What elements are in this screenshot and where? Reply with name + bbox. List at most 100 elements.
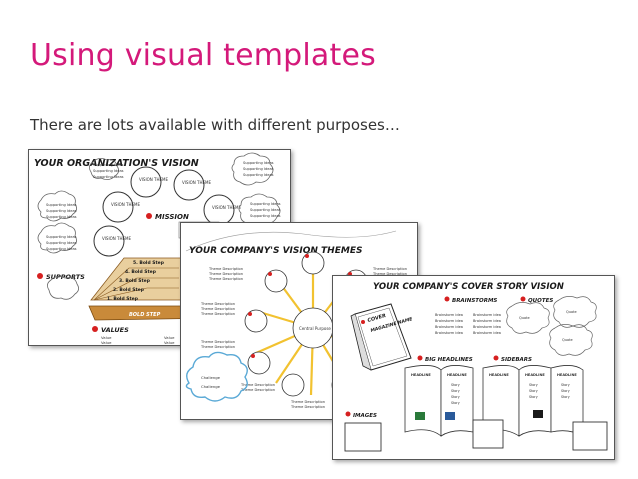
svg-text:Theme Description: Theme Description	[200, 302, 235, 306]
svg-text:Quote: Quote	[562, 338, 573, 342]
svg-text:Value: Value	[101, 340, 112, 345]
bold-steps: 5. Bold Step 4. Bold Step 3. Bold Step 2…	[90, 257, 190, 302]
svg-text:Supporting Ideas: Supporting Ideas	[46, 247, 77, 251]
svg-text:Story: Story	[561, 395, 570, 399]
central-purpose: Central Purpose	[292, 307, 334, 349]
template-cover-story-illustration: YOUR COMPANY'S COVER STORY VISION COVER …	[344, 282, 608, 452]
vision-theme-label: VISION THEME	[182, 180, 211, 185]
vision-theme-label: VISION THEME	[212, 205, 241, 210]
image-frames	[344, 419, 608, 452]
svg-text:Theme Description: Theme Description	[208, 267, 243, 271]
cover-story-heading: YOUR COMPANY'S COVER STORY VISION	[373, 282, 564, 292]
svg-text:Supporting Ideas: Supporting Ideas	[243, 173, 274, 177]
story-lines: Story Story Story Story Story Story Stor…	[451, 383, 570, 405]
svg-text:IMAGES: IMAGES	[353, 413, 377, 419]
svg-text:1. Bold Step: 1. Bold Step	[107, 296, 139, 302]
svg-text:Supporting Ideas: Supporting Ideas	[46, 203, 77, 207]
svg-text:Supporting Ideas: Supporting Ideas	[46, 215, 77, 219]
svg-text:Supporting Ideas: Supporting Ideas	[93, 169, 124, 173]
svg-text:Supporting Ideas: Supporting Ideas	[46, 209, 77, 213]
magazine-cover: COVER MAGAZINE NAME	[350, 303, 414, 371]
template-cover-story-card: YOUR COMPANY'S COVER STORY VISION COVER …	[332, 275, 615, 460]
values-label: VALUES Value Value Value Value	[92, 326, 175, 345]
svg-text:Supporting Ideas: Supporting Ideas	[250, 208, 281, 212]
headline-labels: HEADLINE HEADLINE HEADLINE HEADLINE HEAD…	[411, 373, 577, 377]
svg-text:Supporting Ideas: Supporting Ideas	[250, 202, 281, 206]
svg-text:Brainstorm idea: Brainstorm idea	[435, 319, 463, 323]
svg-text:Theme Description: Theme Description	[372, 267, 407, 271]
svg-text:Theme Description: Theme Description	[208, 277, 243, 281]
svg-text:Brainstorm idea: Brainstorm idea	[473, 319, 501, 323]
svg-text:Story: Story	[529, 383, 538, 387]
svg-text:Value: Value	[164, 340, 175, 345]
svg-text:Theme Description: Theme Description	[372, 272, 407, 276]
page-subtitle: There are lots available with different …	[30, 116, 400, 134]
svg-text:Value: Value	[164, 335, 175, 340]
svg-text:Story: Story	[451, 395, 460, 399]
page-title: Using visual templates	[30, 38, 376, 73]
svg-text:3. Bold Step: 3. Bold Step	[119, 278, 151, 284]
brainstorms-section: BRAINSTORMS Brainstorm idea Brainstorm i…	[435, 296, 501, 335]
svg-text:BRAINSTORMS: BRAINSTORMS	[452, 298, 497, 304]
svg-text:Brainstorm idea: Brainstorm idea	[435, 313, 463, 317]
image-thumbnails	[415, 410, 543, 420]
template-vision-illustration: YOUR ORGANIZATION'S VISION VISION THEME …	[34, 152, 281, 345]
svg-text:Theme Description: Theme Description	[290, 405, 325, 409]
svg-text:Story: Story	[529, 395, 538, 399]
svg-text:Value: Value	[101, 335, 112, 340]
svg-text:Brainstorm idea: Brainstorm idea	[473, 313, 501, 317]
svg-text:HEADLINE: HEADLINE	[557, 373, 577, 377]
svg-text:2. Bold Step: 2. Bold Step	[113, 287, 145, 293]
sidebars-label: SIDEBARS	[493, 355, 532, 363]
vision-theme-label: VISION THEME	[111, 202, 140, 207]
svg-text:Central Purpose: Central Purpose	[299, 326, 331, 331]
images-label: IMAGES	[345, 411, 377, 419]
svg-text:Brainstorm idea: Brainstorm idea	[473, 331, 501, 335]
svg-text:Supporting Ideas: Supporting Ideas	[46, 235, 77, 239]
supporting-ideas-left	[37, 158, 119, 254]
vision-theme-label: VISION THEME	[102, 236, 131, 241]
svg-text:Theme Description: Theme Description	[200, 340, 235, 344]
svg-text:HEADLINE: HEADLINE	[525, 373, 545, 377]
svg-text:Brainstorm idea: Brainstorm idea	[435, 331, 463, 335]
svg-text:YOUR COMPANY'S VISION THEMES: YOUR COMPANY'S VISION THEMES	[189, 246, 362, 256]
svg-text:Supporting Ideas: Supporting Ideas	[93, 175, 124, 179]
svg-text:Supporting Ideas: Supporting Ideas	[250, 214, 281, 218]
svg-text:Story: Story	[529, 389, 538, 393]
svg-text:Brainstorm idea: Brainstorm idea	[435, 325, 463, 329]
svg-text:MISSION: MISSION	[155, 213, 189, 221]
svg-text:VALUES: VALUES	[101, 326, 129, 334]
svg-text:Theme Description: Theme Description	[240, 383, 275, 387]
svg-text:HEADLINE: HEADLINE	[489, 373, 509, 377]
svg-text:Quote: Quote	[566, 310, 577, 314]
svg-text:Quote: Quote	[519, 316, 530, 320]
svg-text:Theme Description: Theme Description	[290, 400, 325, 404]
vision-theme-circles: VISION THEME VISION THEME VISION THEME V…	[93, 166, 241, 257]
svg-text:Challenge: Challenge	[201, 375, 221, 380]
vision-theme-label: VISION THEME	[139, 177, 168, 182]
svg-text:Challenge: Challenge	[201, 384, 221, 389]
svg-text:Theme Description: Theme Description	[208, 272, 243, 276]
svg-text:Supporting Ideas: Supporting Ideas	[46, 241, 77, 245]
svg-text:SIDEBARS: SIDEBARS	[501, 357, 532, 363]
quotes-section: QUOTES Quote Quote Quote	[506, 296, 597, 356]
svg-text:HEADLINE: HEADLINE	[411, 373, 431, 377]
svg-text:COVER: COVER	[367, 313, 387, 324]
svg-text:Supporting Ideas: Supporting Ideas	[243, 161, 274, 165]
svg-text:Theme Description: Theme Description	[240, 388, 275, 392]
challenge-cloud: Challenge Challenge	[185, 351, 248, 402]
svg-text:Theme Description: Theme Description	[200, 345, 235, 349]
magazine-spread	[404, 365, 584, 437]
svg-text:5. Bold Step: 5. Bold Step	[133, 260, 165, 266]
svg-text:Supporting Ideas: Supporting Ideas	[243, 167, 274, 171]
svg-text:Story: Story	[561, 383, 570, 387]
supporting-ideas-right	[231, 152, 281, 227]
svg-text:4. Bold Step: 4. Bold Step	[125, 269, 157, 275]
vision-themes-heading: YOUR COMPANY'S VISION THEMES	[185, 230, 397, 256]
svg-text:SUPPORTS: SUPPORTS	[46, 273, 85, 281]
theme-circle-markers	[248, 254, 352, 358]
svg-text:Story: Story	[451, 383, 460, 387]
supporting-ideas-right-text: Supporting Ideas Supporting Ideas Suppor…	[243, 161, 281, 218]
svg-text:Brainstorm idea: Brainstorm idea	[473, 325, 501, 329]
supports-label: SUPPORTS	[37, 273, 85, 300]
